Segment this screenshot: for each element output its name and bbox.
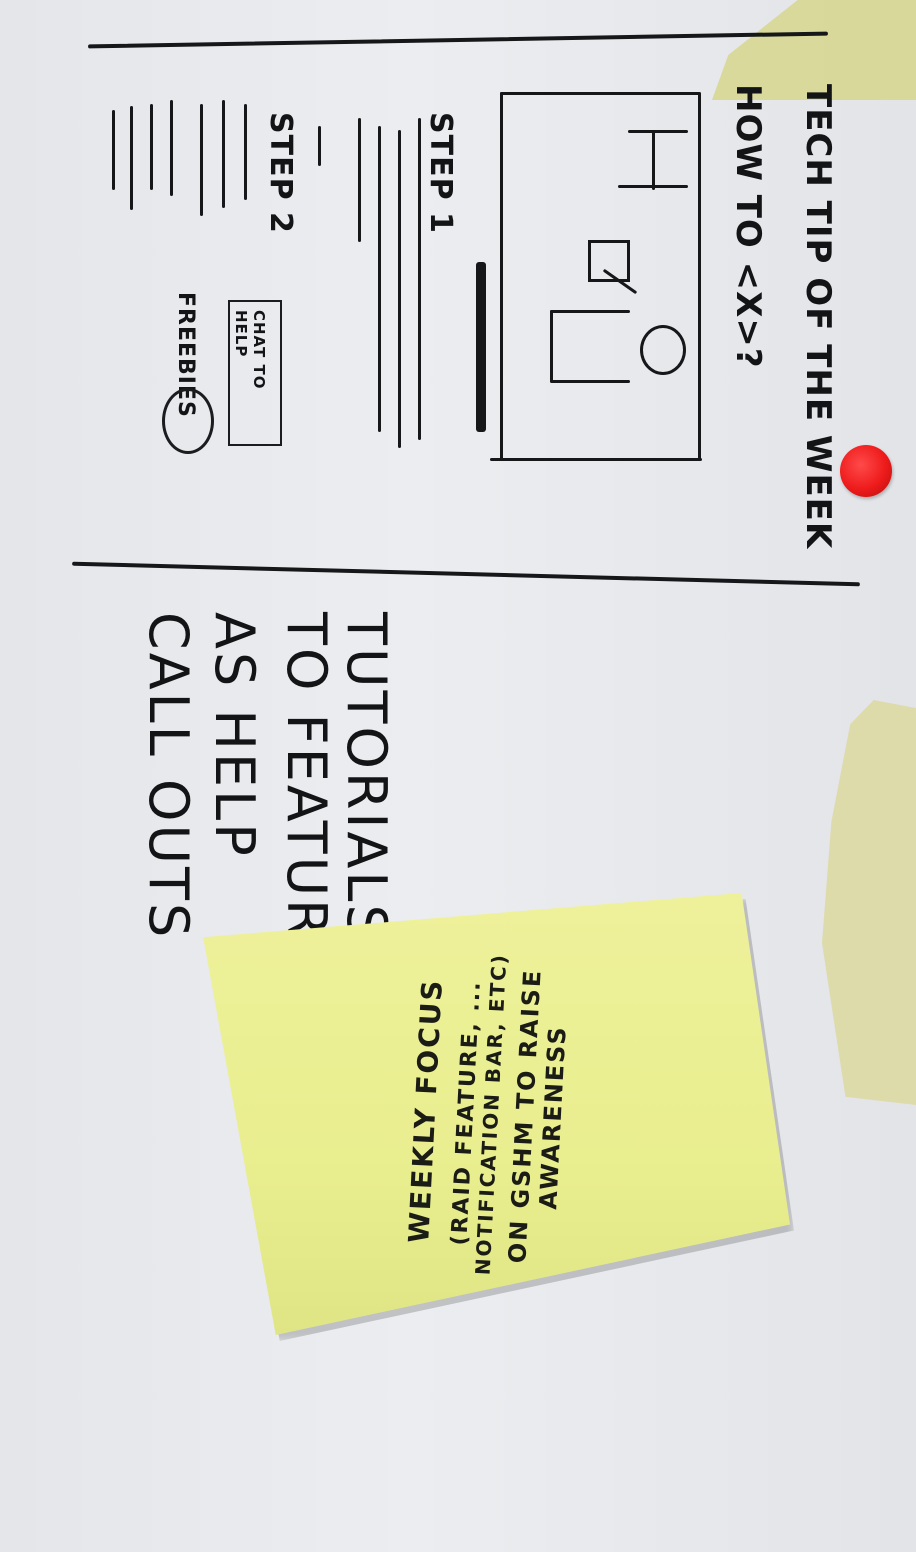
image-frame-bottom (490, 458, 702, 461)
text-line (398, 130, 401, 448)
text-line (244, 104, 247, 200)
text-line (222, 100, 225, 208)
text-line (418, 118, 421, 440)
image-frame-left (500, 92, 503, 460)
text-line (150, 104, 153, 190)
section-divider-line (72, 561, 860, 587)
sketch-person-body (550, 380, 630, 383)
sketch-mark (652, 130, 655, 190)
sketch-mark (618, 185, 688, 188)
step-2-label: STEP 2 (263, 112, 298, 234)
frame-top-line (88, 31, 828, 49)
text-line (200, 104, 203, 216)
image-frame-top (500, 92, 700, 95)
freebies-circle (162, 388, 214, 454)
sketch-person-head (640, 325, 686, 375)
scribbled-heading-bar (476, 262, 486, 432)
masking-tape-right (822, 700, 916, 1105)
sticky-note: WEEKLY FOCUS (RAID FEATURE, ... NOTIFICA… (185, 893, 794, 1341)
text-line (378, 126, 381, 432)
sketch-mark (628, 130, 688, 133)
text-line (358, 118, 361, 242)
chat-to-help-label: CHAT TO HELP (232, 310, 268, 390)
text-line (130, 106, 133, 210)
text-line (318, 126, 321, 166)
text-line (170, 100, 173, 196)
sketch-title: TECH TIP OF THE WEEK (798, 84, 838, 550)
tutorials-line: AS HELP (203, 612, 266, 859)
sketch-subtitle: HOW TO <X>? (728, 84, 768, 369)
red-pin-icon (840, 445, 892, 497)
text-line (112, 110, 115, 190)
sketch-person-body (550, 310, 553, 382)
step-1-label: STEP 1 (423, 112, 458, 234)
tutorials-line: CALL OUTS (137, 612, 200, 941)
image-frame-right (698, 92, 701, 460)
sketch-box (588, 240, 630, 282)
sticky-note-text: WEEKLY FOCUS (RAID FEATURE, ... NOTIFICA… (398, 900, 578, 1328)
sketch-person-body (550, 310, 630, 313)
chat-to-help-button (228, 300, 282, 446)
